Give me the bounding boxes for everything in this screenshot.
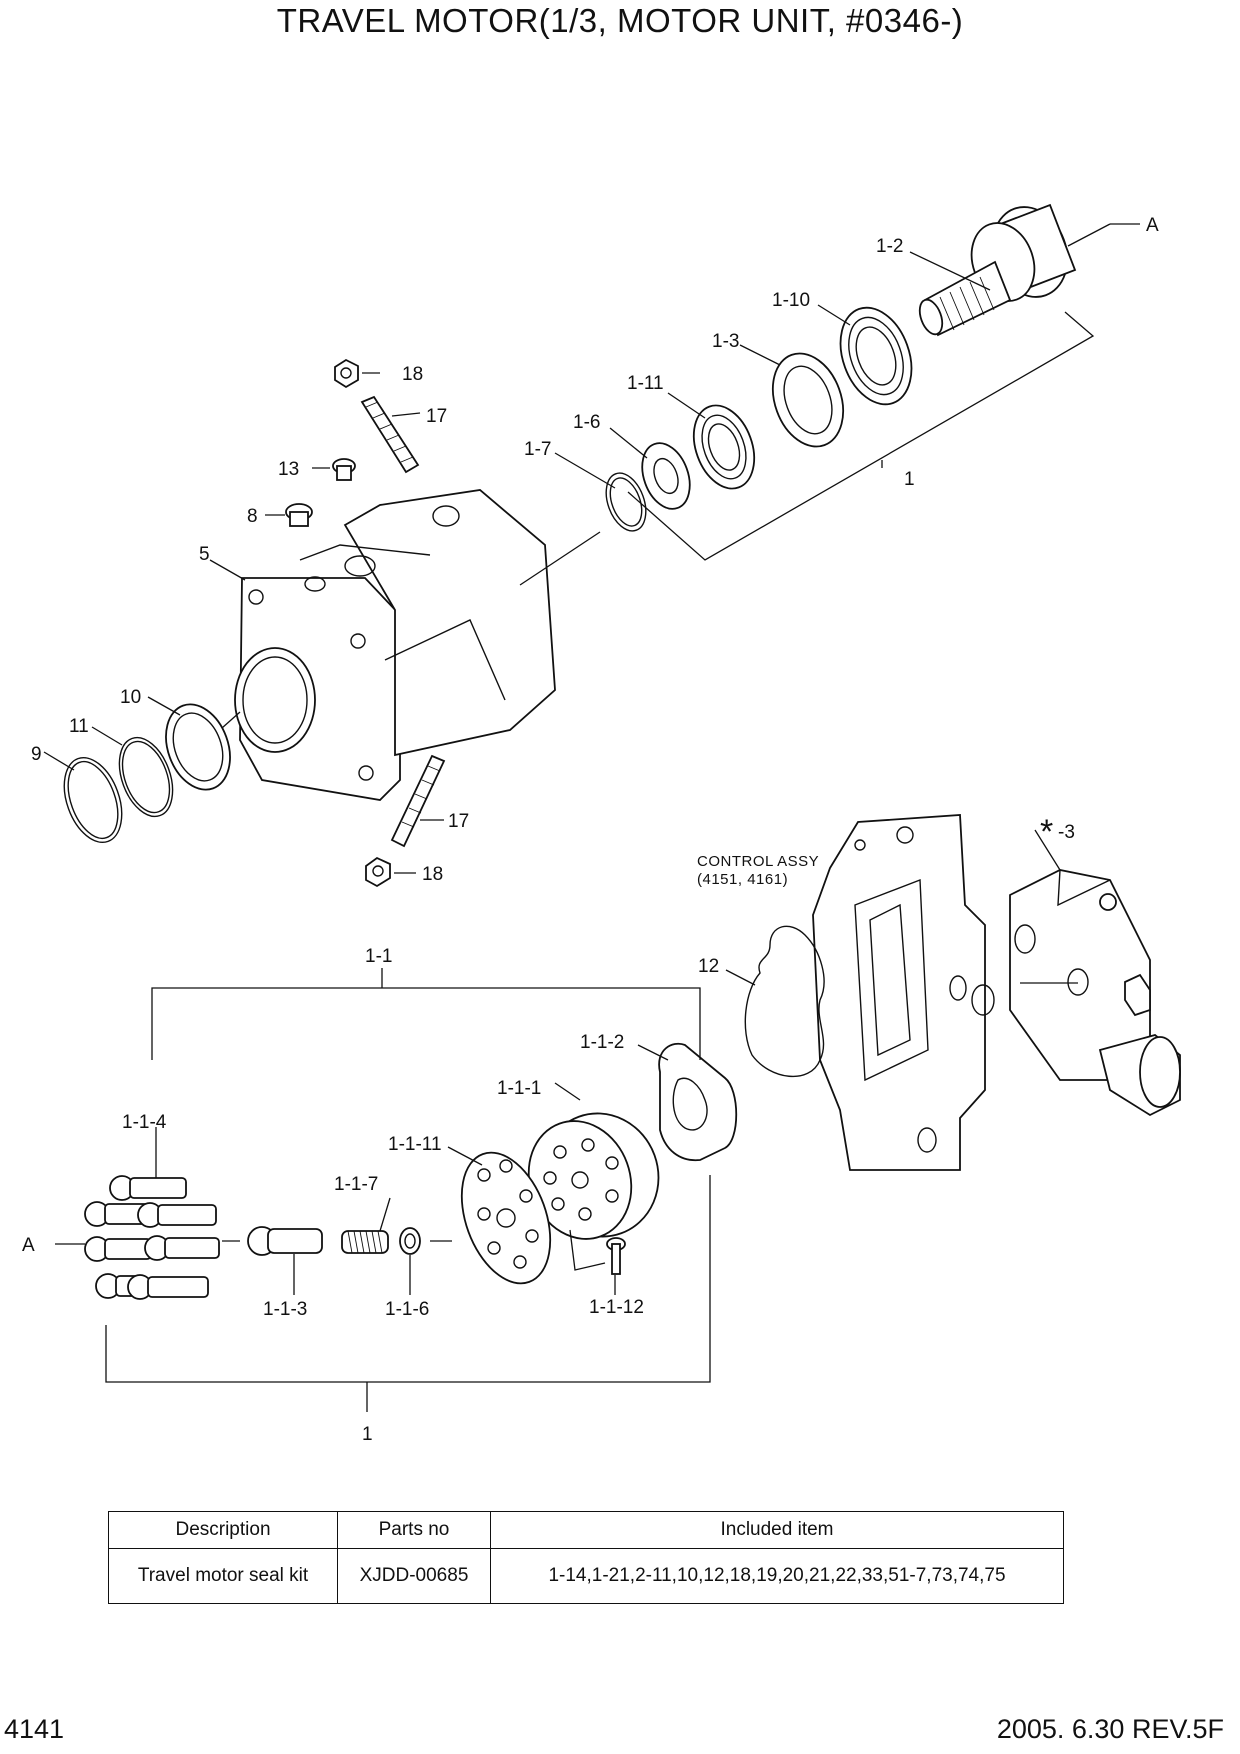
control-assy-label: CONTROL ASSY bbox=[697, 853, 819, 870]
callout-1-1-2: 1-1-2 bbox=[580, 1032, 624, 1053]
callout-17-bottom: 17 bbox=[448, 811, 469, 832]
pistons-1-1-4-part bbox=[84, 1175, 220, 1300]
pin-1-1-3-part bbox=[247, 1226, 323, 1256]
page-number: 4141 bbox=[4, 1714, 65, 1744]
callout-1-6: 1-6 bbox=[573, 412, 600, 433]
callout-1-bottom: 1 bbox=[362, 1424, 373, 1445]
bolt-1-1-12-part bbox=[606, 1237, 626, 1275]
callout-1-11: 1-11 bbox=[627, 373, 664, 394]
callout-A-top: A bbox=[1146, 215, 1159, 236]
header-parts-no: Parts no bbox=[337, 1511, 491, 1549]
snap-ring-9-part bbox=[63, 757, 123, 843]
seal-table-header-row: Description Parts no Included item bbox=[108, 1511, 1064, 1549]
stud-17-bottom-part bbox=[390, 754, 446, 848]
callout-13: 13 bbox=[278, 459, 299, 480]
callout-1-1-1: 1-1-1 bbox=[497, 1078, 541, 1099]
leader-lines bbox=[43, 223, 1140, 1295]
callout-1-1-4: 1-1-4 bbox=[122, 1112, 167, 1133]
leader-bolt bbox=[569, 1229, 606, 1271]
group-bracket-1-1 bbox=[151, 987, 701, 1060]
callout-12: 12 bbox=[698, 956, 719, 977]
seal-kit-table: Description Parts no Included item Trave… bbox=[108, 1511, 1064, 1604]
callout-star-3: -3 bbox=[1058, 822, 1075, 843]
callout-star-marker: * bbox=[1040, 813, 1053, 851]
drive-shaft-part bbox=[918, 203, 1077, 337]
header-included-item: Included item bbox=[490, 1511, 1064, 1549]
control-assy-codes: (4151, 4161) bbox=[697, 871, 788, 888]
nut-18-top-part bbox=[334, 358, 359, 389]
ring-10-part bbox=[165, 703, 231, 791]
control-assembly-part bbox=[812, 814, 1181, 1171]
washer-1-1-6-part bbox=[399, 1227, 421, 1255]
ring-11-part bbox=[118, 736, 174, 818]
callout-8: 8 bbox=[247, 506, 258, 527]
callout-1-2: 1-2 bbox=[876, 236, 903, 257]
callout-5: 5 bbox=[199, 544, 210, 565]
header-description: Description bbox=[108, 1511, 338, 1549]
o-ring-12-part bbox=[744, 925, 825, 1077]
callout-1-10: 1-10 bbox=[772, 290, 810, 311]
callout-1-7: 1-7 bbox=[524, 439, 551, 460]
cell-parts-no: XJDD-00685 bbox=[337, 1548, 491, 1604]
snap-ring-1-7-part bbox=[605, 472, 647, 532]
callout-17-top: 17 bbox=[426, 406, 447, 427]
retainer-plate-1-1-11-part bbox=[460, 1151, 552, 1285]
cell-description: Travel motor seal kit bbox=[108, 1548, 338, 1604]
callout-18-bottom: 18 bbox=[422, 864, 443, 885]
callout-18-top: 18 bbox=[402, 364, 423, 385]
callout-1-1-6: 1-1-6 bbox=[385, 1299, 429, 1320]
valve-plate-1-1-2-part bbox=[658, 1042, 738, 1162]
washer-1-6-part bbox=[641, 442, 691, 510]
bearing-1-11-part bbox=[692, 404, 756, 490]
callout-1-1-12: 1-1-12 bbox=[589, 1297, 644, 1318]
callout-1-3: 1-3 bbox=[712, 331, 739, 352]
page-title: TRAVEL MOTOR(1/3, MOTOR UNIT, #0346-) bbox=[276, 2, 964, 39]
callout-A-left: A bbox=[22, 1235, 35, 1256]
callout-1-1-11: 1-1-11 bbox=[388, 1134, 442, 1155]
plug-8-part bbox=[285, 503, 313, 527]
ring-1-3-part bbox=[772, 352, 844, 448]
group-bracket-upper bbox=[627, 311, 1095, 561]
stud-17-top-part bbox=[360, 395, 420, 474]
callout-9: 9 bbox=[31, 744, 42, 765]
callout-1-1-7: 1-1-7 bbox=[334, 1174, 378, 1195]
callout-1-1-3: 1-1-3 bbox=[263, 1299, 307, 1320]
spring-1-1-7-part bbox=[341, 1230, 389, 1254]
bearing-1-10-part bbox=[839, 306, 913, 406]
seal-table-row: Travel motor seal kit XJDD-00685 1-14,1-… bbox=[108, 1548, 1064, 1604]
callout-11: 11 bbox=[69, 716, 89, 737]
callout-1-top: 1 bbox=[904, 469, 915, 490]
motor-housing-part bbox=[234, 489, 556, 801]
revision-date: 2005. 6.30 REV.5F bbox=[996, 1714, 1224, 1744]
nut-18-bottom-part bbox=[365, 856, 391, 888]
group-bracket-lower bbox=[105, 1175, 711, 1383]
plug-13-part bbox=[332, 458, 356, 481]
callout-1-1: 1-1 bbox=[365, 946, 392, 967]
cell-included-item: 1-14,1-21,2-11,10,12,18,19,20,21,22,33,5… bbox=[490, 1548, 1064, 1604]
callout-10: 10 bbox=[120, 687, 141, 708]
